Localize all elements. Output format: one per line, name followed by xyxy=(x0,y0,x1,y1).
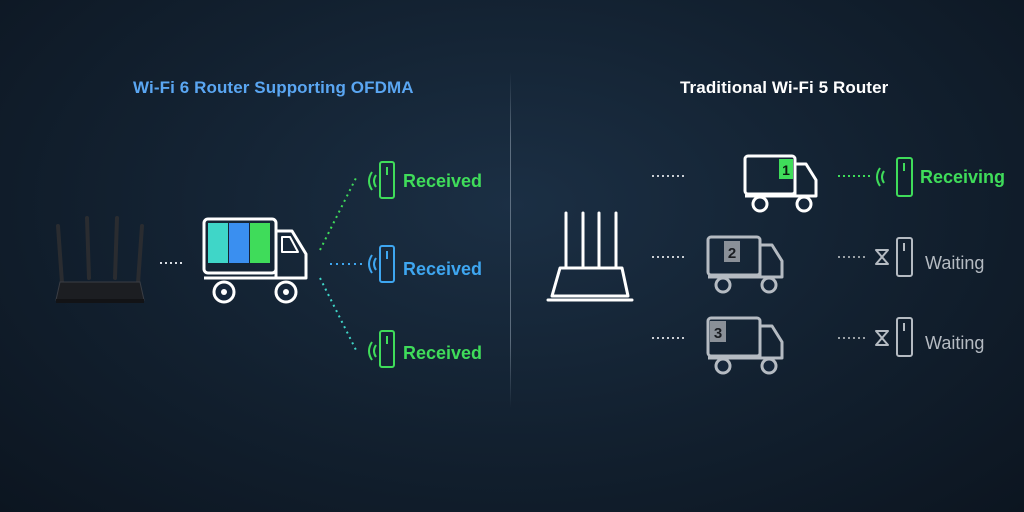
truck-3-cargo xyxy=(710,321,726,342)
panel-divider xyxy=(510,72,511,408)
truck-2-cargo xyxy=(724,241,740,262)
left-panel-title: Wi-Fi 6 Router Supporting OFDMA xyxy=(133,78,414,97)
truck-2-status: Waiting xyxy=(925,253,985,273)
wifi5-router-icon xyxy=(546,211,634,302)
truck-2-number: 2 xyxy=(728,245,736,262)
truck-1-number: 1 xyxy=(782,162,790,178)
receiving-device-icon xyxy=(876,157,913,197)
device-3-icon xyxy=(368,330,395,368)
truck-3-number: 3 xyxy=(714,325,722,342)
device-1-icon xyxy=(368,161,395,199)
right-row-connectors xyxy=(652,175,870,339)
cargo-block-blue xyxy=(229,223,249,263)
hourglass-icon-row-2 xyxy=(875,249,889,265)
hourglass-icon-row-3 xyxy=(875,330,889,346)
device-2-status: Received xyxy=(403,259,483,279)
truck-2-icon xyxy=(706,235,784,294)
wifi6-router-icon xyxy=(55,216,145,303)
truck-3-icon xyxy=(706,316,784,375)
truck-1-cargo xyxy=(779,159,793,179)
right-panel-title: Traditional Wi-Fi 5 Router xyxy=(680,78,889,97)
device-2-icon xyxy=(368,245,395,283)
ofdma-truck-icon xyxy=(202,217,308,304)
truck-3-status: Waiting xyxy=(925,333,985,353)
device-1-status: Received xyxy=(403,171,483,191)
cargo-block-green xyxy=(250,223,270,263)
device-3-status: Received xyxy=(403,343,483,363)
truck-1-status: Receiving xyxy=(920,167,1006,187)
waiting-device-2-icon xyxy=(896,237,913,277)
ofdma-cargo-blocks xyxy=(208,223,270,263)
cargo-block-cyan xyxy=(208,223,228,263)
fanout-connectors xyxy=(319,177,362,351)
waiting-device-3-icon xyxy=(896,317,913,357)
truck-1-icon xyxy=(743,154,818,213)
